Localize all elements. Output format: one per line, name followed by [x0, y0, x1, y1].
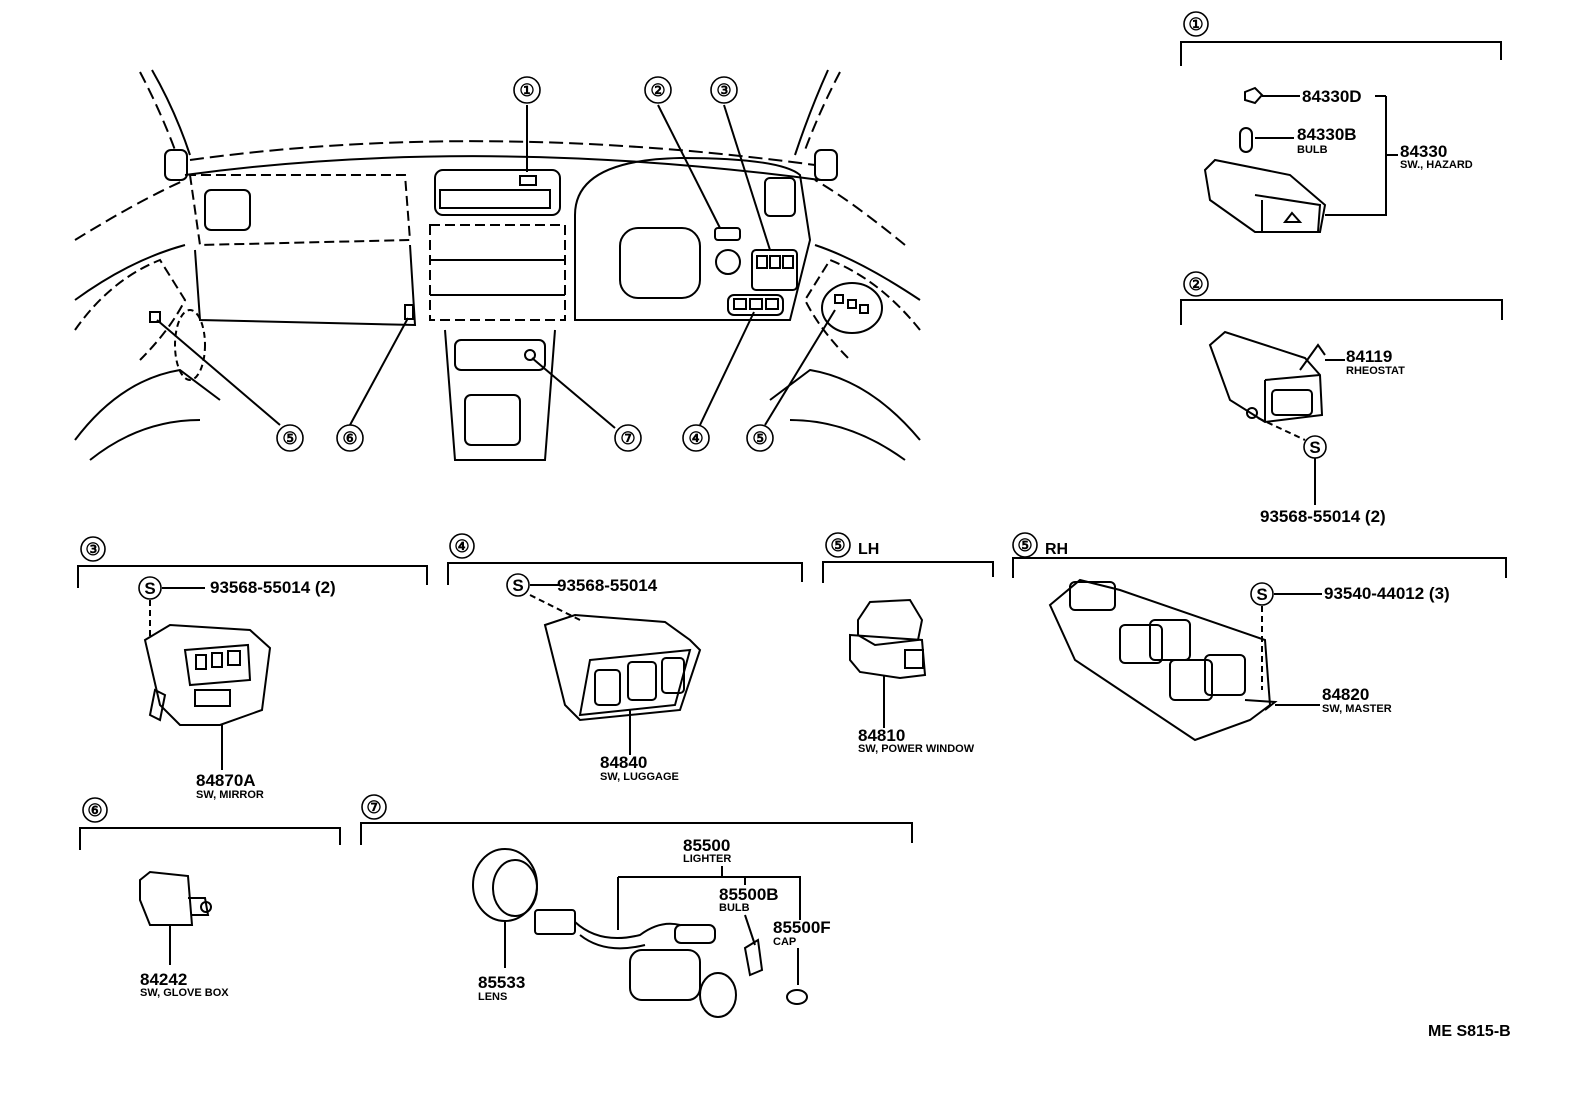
- part-84810: 84810: [858, 726, 905, 745]
- section-2-screw-symbol: S: [1309, 438, 1320, 457]
- master-switch-rh-drawing: [1048, 578, 1322, 742]
- glove-box-switch-drawing: [139, 870, 212, 965]
- part-85500F-desc: CAP: [773, 936, 796, 948]
- power-window-switch-lh-drawing: [849, 598, 927, 728]
- dash-callout-1: ①: [519, 81, 534, 100]
- part-93568-55014-s4: 93568-55014: [557, 576, 658, 595]
- rheostat-drawing: [1208, 330, 1345, 505]
- section-brackets: [77, 41, 1507, 850]
- part-85500B: 85500B: [719, 885, 779, 904]
- part-84870A: 84870A: [196, 771, 256, 790]
- part-84330B: 84330B: [1297, 125, 1357, 144]
- section-5lh-marker: ⑤: [830, 536, 845, 555]
- part-85500F: 85500F: [773, 918, 831, 937]
- dash-callout-7: ⑦: [620, 429, 635, 448]
- dash-callout-4: ④: [688, 429, 703, 448]
- part-84330B-desc: BULB: [1297, 144, 1328, 156]
- part-85500: 85500: [683, 836, 730, 855]
- part-93568-55014-s2: 93568-55014 (2): [1260, 507, 1386, 526]
- part-85533-desc: LENS: [478, 991, 507, 1003]
- dash-callout-5-left: ⑤: [282, 429, 297, 448]
- part-84820-desc: SW, MASTER: [1322, 703, 1392, 715]
- part-84810-desc: SW, POWER WINDOW: [858, 743, 975, 755]
- part-85500-desc: LIGHTER: [683, 853, 731, 865]
- section-2-marker: ②: [1188, 275, 1203, 294]
- part-84330: 84330: [1400, 142, 1447, 161]
- part-93540-44012: 93540-44012 (3): [1324, 584, 1450, 603]
- part-84330-desc: SW., HAZARD: [1400, 159, 1473, 171]
- section-4-screw-symbol: S: [512, 576, 523, 595]
- section-5rh-marker: ⑤: [1017, 536, 1032, 555]
- section-3-marker: ③: [85, 540, 100, 559]
- section-6-marker: ⑥: [87, 801, 102, 820]
- dash-callout-6: ⑥: [342, 429, 357, 448]
- dash-callout-3: ③: [716, 81, 731, 100]
- part-84119: 84119: [1346, 347, 1392, 366]
- dash-callout-2: ②: [650, 81, 665, 100]
- part-84820: 84820: [1322, 685, 1369, 704]
- section-7-marker: ⑦: [366, 798, 381, 817]
- part-84840-desc: SW, LUGGAGE: [600, 771, 679, 783]
- part-84870A-desc: SW, MIRROR: [196, 789, 264, 801]
- dash-callouts: [276, 76, 774, 452]
- part-85500B-desc: BULB: [719, 902, 750, 914]
- part-84330D: 84330D: [1302, 87, 1362, 106]
- section-5rh-screw-symbol: S: [1256, 585, 1267, 604]
- section-3-screw-symbol: S: [144, 579, 155, 598]
- part-85533: 85533: [478, 973, 525, 992]
- dashboard-overview: [74, 69, 921, 461]
- mirror-switch-drawing: [138, 576, 272, 770]
- dash-callout-5-right: ⑤: [752, 429, 767, 448]
- hazard-switch-drawing: [1203, 86, 1398, 233]
- part-84840: 84840: [600, 753, 647, 772]
- luggage-switch-drawing: [506, 573, 702, 755]
- diagram-code: ME S815-B: [1428, 1023, 1511, 1040]
- part-93568-55014-s3: 93568-55014 (2): [210, 578, 336, 597]
- section-4-marker: ④: [454, 537, 469, 556]
- part-84119-desc: RHEOSTAT: [1346, 365, 1405, 377]
- lighter-drawing: [472, 848, 808, 1018]
- section-1-marker: ①: [1188, 15, 1203, 34]
- section-marker-circles: [80, 11, 1209, 823]
- part-84242-desc: SW, GLOVE BOX: [140, 987, 229, 999]
- section-5rh-side: RH: [1045, 541, 1068, 558]
- section-5lh-side: LH: [858, 541, 879, 558]
- part-84242: 84242: [140, 970, 187, 989]
